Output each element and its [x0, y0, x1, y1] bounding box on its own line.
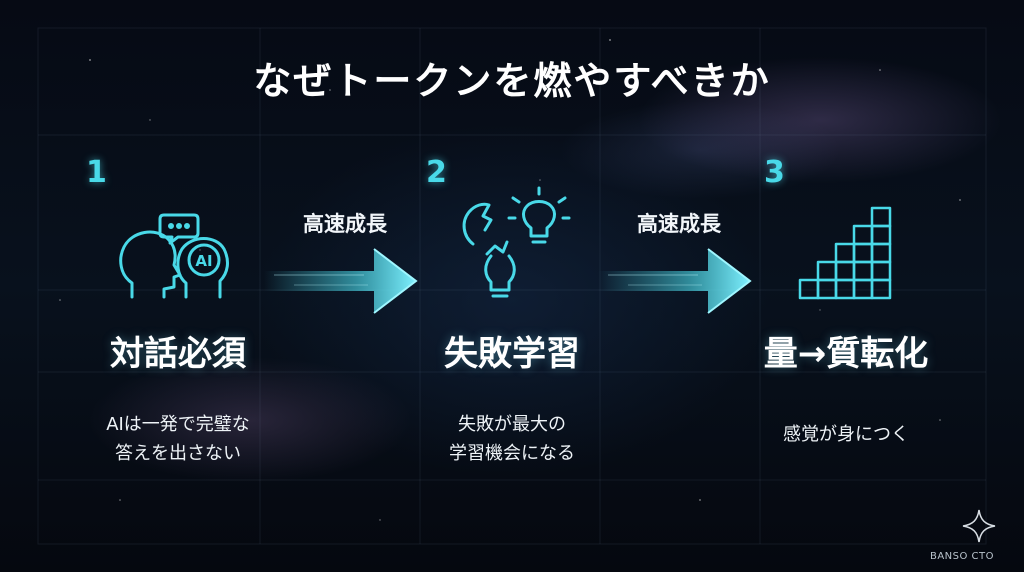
step-description-1: AIは一発で完璧な 答えを出さない	[78, 410, 278, 468]
step-heading-3: 量→質転化	[763, 334, 929, 374]
step-description-2: 失敗が最大の 学習機会になる	[412, 410, 612, 468]
head-dialogue-icon: AI	[112, 205, 242, 310]
footer-brand: BANSO CTO	[929, 551, 994, 562]
sparkle-star-icon	[962, 509, 996, 547]
slide-title: なぜトークンを燃やすべきか	[253, 59, 771, 103]
step-description-3: 感覚が身につく	[746, 420, 946, 449]
step-description-2-line-2: 学習機会になる	[449, 443, 575, 464]
step-description-1-line-2: 答えを出さない	[115, 443, 241, 464]
step-description-2-line-1: 失敗が最大の	[458, 414, 566, 435]
glowing-arrow-icon	[264, 245, 424, 321]
step-description-3-line-1: 感覚が身につく	[783, 424, 909, 445]
arrow-label-1: 高速成長	[303, 212, 387, 236]
step-heading-1: 対話必須	[110, 334, 246, 374]
glowing-arrow-icon	[598, 245, 758, 321]
step-number-1: 1	[86, 155, 107, 190]
svg-text:AI: AI	[195, 252, 212, 270]
arrow-label-2: 高速成長	[637, 212, 721, 236]
step-number-2: 2	[426, 155, 447, 190]
step-heading-2: 失敗学習	[444, 334, 580, 374]
step-description-1-line-1: AIは一発で完璧な	[106, 414, 250, 435]
block-staircase-icon	[796, 206, 896, 308]
broken-bulb-icon	[455, 186, 571, 307]
step-number-3: 3	[764, 155, 785, 190]
